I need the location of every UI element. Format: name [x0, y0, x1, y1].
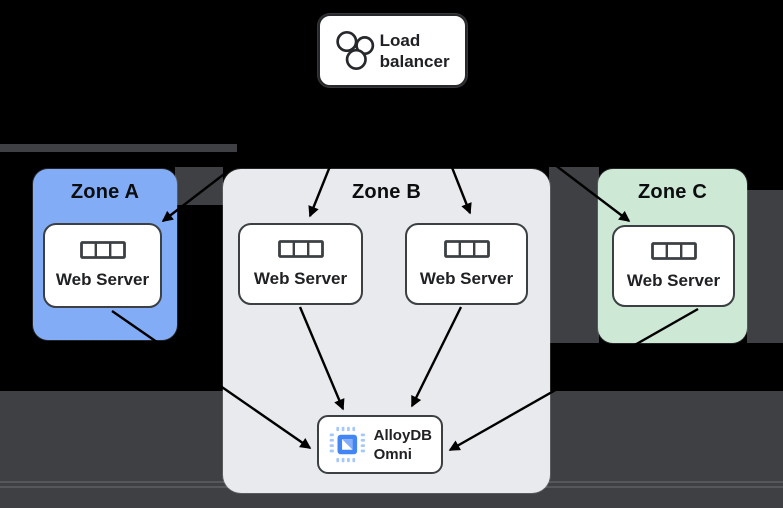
background-gray-right-edge	[747, 190, 783, 343]
zone-a-title: Zone A	[70, 181, 140, 203]
zone-b-title: Zone B	[352, 181, 421, 203]
background-gray-gap-bc	[549, 167, 599, 343]
alloydb-omni-label: AlloyDB Omni	[373, 426, 432, 463]
three-circles-icon	[336, 30, 375, 70]
zone-c-web-server: Web Server	[612, 225, 735, 307]
background-gray-gap-ab	[175, 167, 223, 205]
server-rack-icon	[277, 239, 324, 258]
web-server-label: Web Server	[253, 268, 348, 288]
zone-b-web-server-2: Web Server	[405, 223, 528, 305]
zone-a-web-server: Web Server	[43, 223, 162, 308]
chip-icon	[329, 426, 366, 463]
web-server-label: Web Server	[626, 270, 721, 290]
server-rack-icon	[650, 241, 697, 260]
web-server-label: Web Server	[419, 268, 514, 288]
zone-b-web-server-1: Web Server	[238, 223, 363, 305]
alloydb-omni-node: AlloyDB Omni	[317, 415, 443, 474]
chip-inner-triangle	[342, 439, 353, 450]
server-rack-icon	[79, 241, 126, 259]
background-gray-band-left	[0, 144, 237, 152]
chip-pins	[329, 426, 366, 463]
server-rack-icon	[443, 239, 490, 258]
zone-c-title: Zone C	[638, 181, 707, 203]
load-balancer-label: Load balancer	[379, 30, 450, 71]
load-balancer-node: Load balancer	[318, 14, 467, 87]
web-server-label: Web Server	[55, 270, 150, 289]
